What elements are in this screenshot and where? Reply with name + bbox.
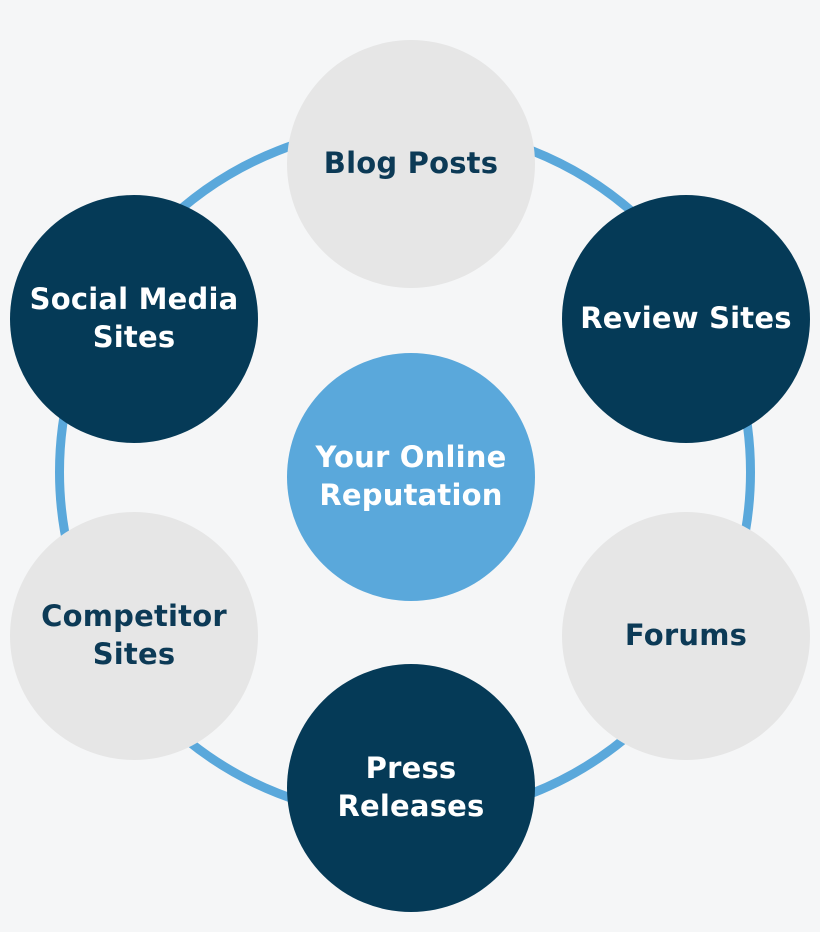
node-label: Blog Posts [323,146,499,181]
node-label: Forums [624,618,748,653]
node-label: Review Sites [580,301,792,336]
node-review-sites: Review Sites [562,195,810,443]
node-label: Press Releases [337,751,485,823]
node-blog-posts: Blog Posts [287,40,535,288]
node-forums: Forums [562,512,810,760]
center-label: Your Online Reputation [315,440,507,512]
node-label: Competitor Sites [41,599,227,671]
node-social-media-sites: Social Media Sites [10,195,258,443]
node-competitor-sites: Competitor Sites [10,512,258,760]
node-press-releases: Press Releases [287,664,535,912]
node-label: Social Media Sites [29,282,239,354]
center-node-online-reputation: Your Online Reputation [287,353,535,601]
